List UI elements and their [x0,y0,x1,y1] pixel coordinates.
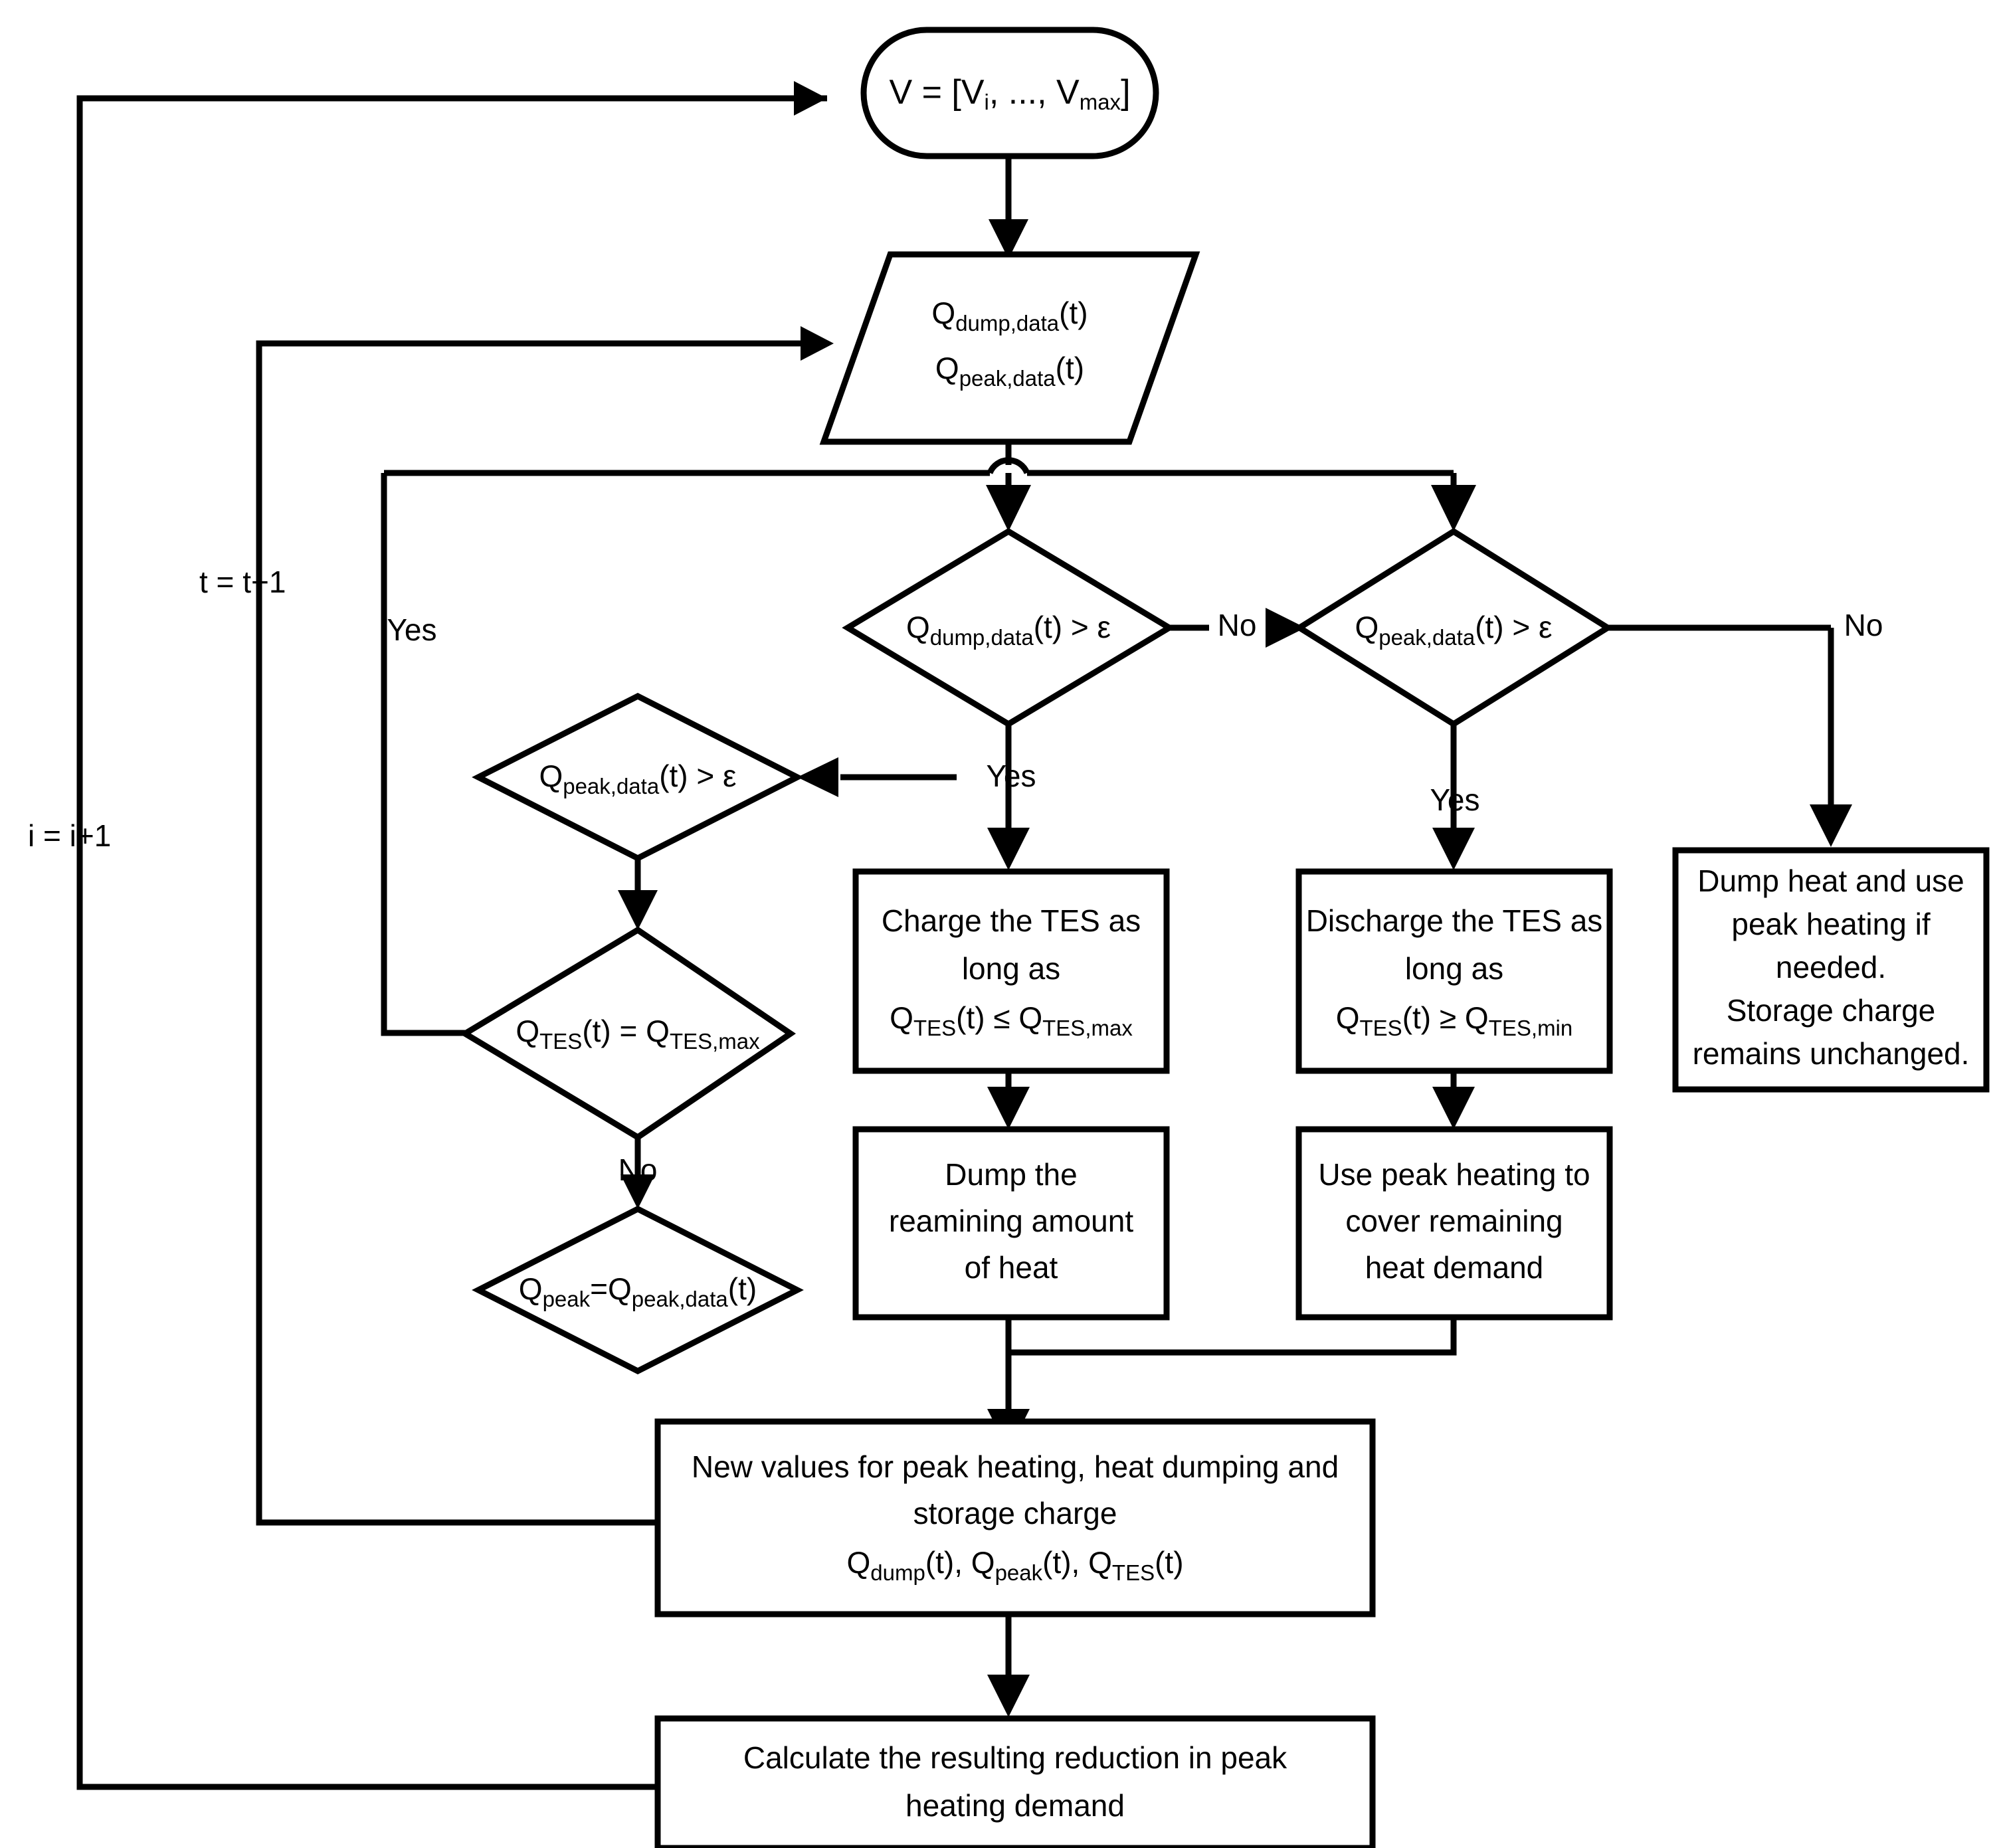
node-decision-tes-full-label: QTES(t) = QTES,max [516,1014,760,1054]
edge-label-no-peak-dump-use: No [1844,608,1883,642]
node-dumppeak-line4: Storage charge [1727,993,1936,1028]
node-decision-qdump[interactable]: Qdump,data(t) > ε [842,527,1175,728]
edge-label-yes-peak-discharge: Yes [1430,783,1479,817]
node-decision-qpeak-left-label: Qpeak,data(t) > ε [539,759,736,798]
node-input-data[interactable]: Qdump,data(t) Qpeak,data(t) [819,251,1200,445]
node-dumprest-line2: reamining amount [889,1204,1133,1238]
edge-peakleft-to-tesfull [618,857,658,930]
edge-yes-dump-to-charge [987,724,1030,870]
edge-discharge-to-usepeak [1432,1071,1475,1129]
node-process-dump-remaining[interactable]: Dump the reamining amount of heat [852,1126,1170,1321]
edge-label-i-increment: i = i+1 [28,818,111,853]
node-process-dump-and-peak[interactable]: Dump heat and use peak heating if needed… [1672,847,1990,1093]
node-newvalues-line3: Qdump(t), Qpeak(t), QTES(t) [846,1545,1183,1585]
node-usepeak-line2: cover remaining [1345,1204,1563,1238]
edge-label-t-increment: t = t+1 [199,565,286,599]
edge-label-yes-left-loop: Yes [387,612,436,647]
node-process-calc-reduction[interactable]: Calculate the resulting reduction in pea… [654,1715,1376,1848]
node-process-use-peak[interactable]: Use peak heating to cover remaining heat… [1295,1126,1613,1321]
node-discharge-line1: Discharge the TES as [1306,903,1603,938]
node-usepeak-line3: heat demand [1365,1250,1544,1285]
node-decision-qpeak-assign-label: Qpeak=Qpeak,data(t) [519,1271,757,1311]
node-dumppeak-line5: remains unchanged. [1693,1036,1970,1071]
edge-fork-to-dec-peak [1431,473,1476,531]
edge-line-hop [384,457,1454,476]
edge-usepeak-merge [1008,1317,1457,1356]
node-start-label: V = [Vi, ..., Vmax] [889,73,1130,114]
node-decision-tes-full[interactable]: QTES(t) = QTES,max [459,926,797,1141]
node-decision-qdump-label: Qdump,data(t) > ε [906,610,1111,650]
edge-tesfull-no [620,1137,655,1209]
edge-tesfull-yes-loop [381,473,465,1036]
node-discharge-line3: QTES(t) ≥ QTES,min [1336,1000,1573,1040]
node-calc-line1: Calculate the resulting reduction in pea… [743,1740,1287,1775]
edge-label-no-dump-to-peak: No [1218,608,1257,642]
node-charge-line3: QTES(t) ≤ QTES,max [890,1000,1133,1040]
edge-start-to-input [989,156,1028,259]
node-newvalues-line2: storage charge [913,1496,1117,1530]
edge-yes-peak-to-discharge [1432,724,1475,870]
node-process-discharge-tes[interactable]: Discharge the TES as long as QTES(t) ≥ Q… [1295,868,1613,1074]
edge-newvalues-to-calc [987,1614,1030,1717]
node-decision-qpeak-assign[interactable]: Qpeak=Qpeak,data(t) [472,1205,804,1375]
edge-no-peak-to-dumpbox [1608,624,1852,847]
node-dumprest-line1: Dump the [945,1157,1077,1192]
node-process-new-values[interactable]: New values for peak heating, heat dumpin… [654,1418,1376,1617]
edge-yes-dump-to-peak-left [797,757,957,797]
node-decision-qpeak-right[interactable]: Qpeak,data(t) > ε [1293,527,1614,728]
edge-label-yes-dump-charge: Yes [986,759,1036,793]
node-decision-qpeak-right-label: Qpeak,data(t) > ε [1355,610,1552,650]
edge-charge-to-dump [987,1071,1030,1129]
edge-no-dump-to-peak [1169,608,1305,648]
node-newvalues-line1: New values for peak heating, heat dumpin… [692,1449,1339,1484]
node-input-line1: Qdump,data(t) [931,296,1088,335]
node-input-line2: Qpeak,data(t) [935,351,1084,391]
edge-t-increment [256,326,834,1526]
edge-i-increment [76,81,827,1790]
node-dumppeak-line1: Dump heat and use [1697,864,1964,898]
node-decision-qpeak-left[interactable]: Qpeak,data(t) > ε [472,692,804,862]
edge-fork-to-dec-dump [986,473,1031,531]
node-process-charge-tes[interactable]: Charge the TES as long as QTES(t) ≤ QTES… [852,868,1170,1074]
node-charge-line1: Charge the TES as [882,903,1141,938]
node-calc-line2: heating demand [905,1788,1125,1823]
edge-label-no-tes-full: No [618,1153,658,1187]
node-dumppeak-line2: peak heating if [1731,907,1930,941]
node-charge-line2: long as [962,951,1060,986]
node-discharge-line2: long as [1405,951,1503,986]
node-start[interactable]: V = [Vi, ..., Vmax] [860,27,1159,159]
node-dumprest-line3: of heat [965,1250,1058,1285]
node-dumppeak-line3: needed. [1776,950,1886,984]
node-usepeak-line1: Use peak heating to [1318,1157,1590,1192]
